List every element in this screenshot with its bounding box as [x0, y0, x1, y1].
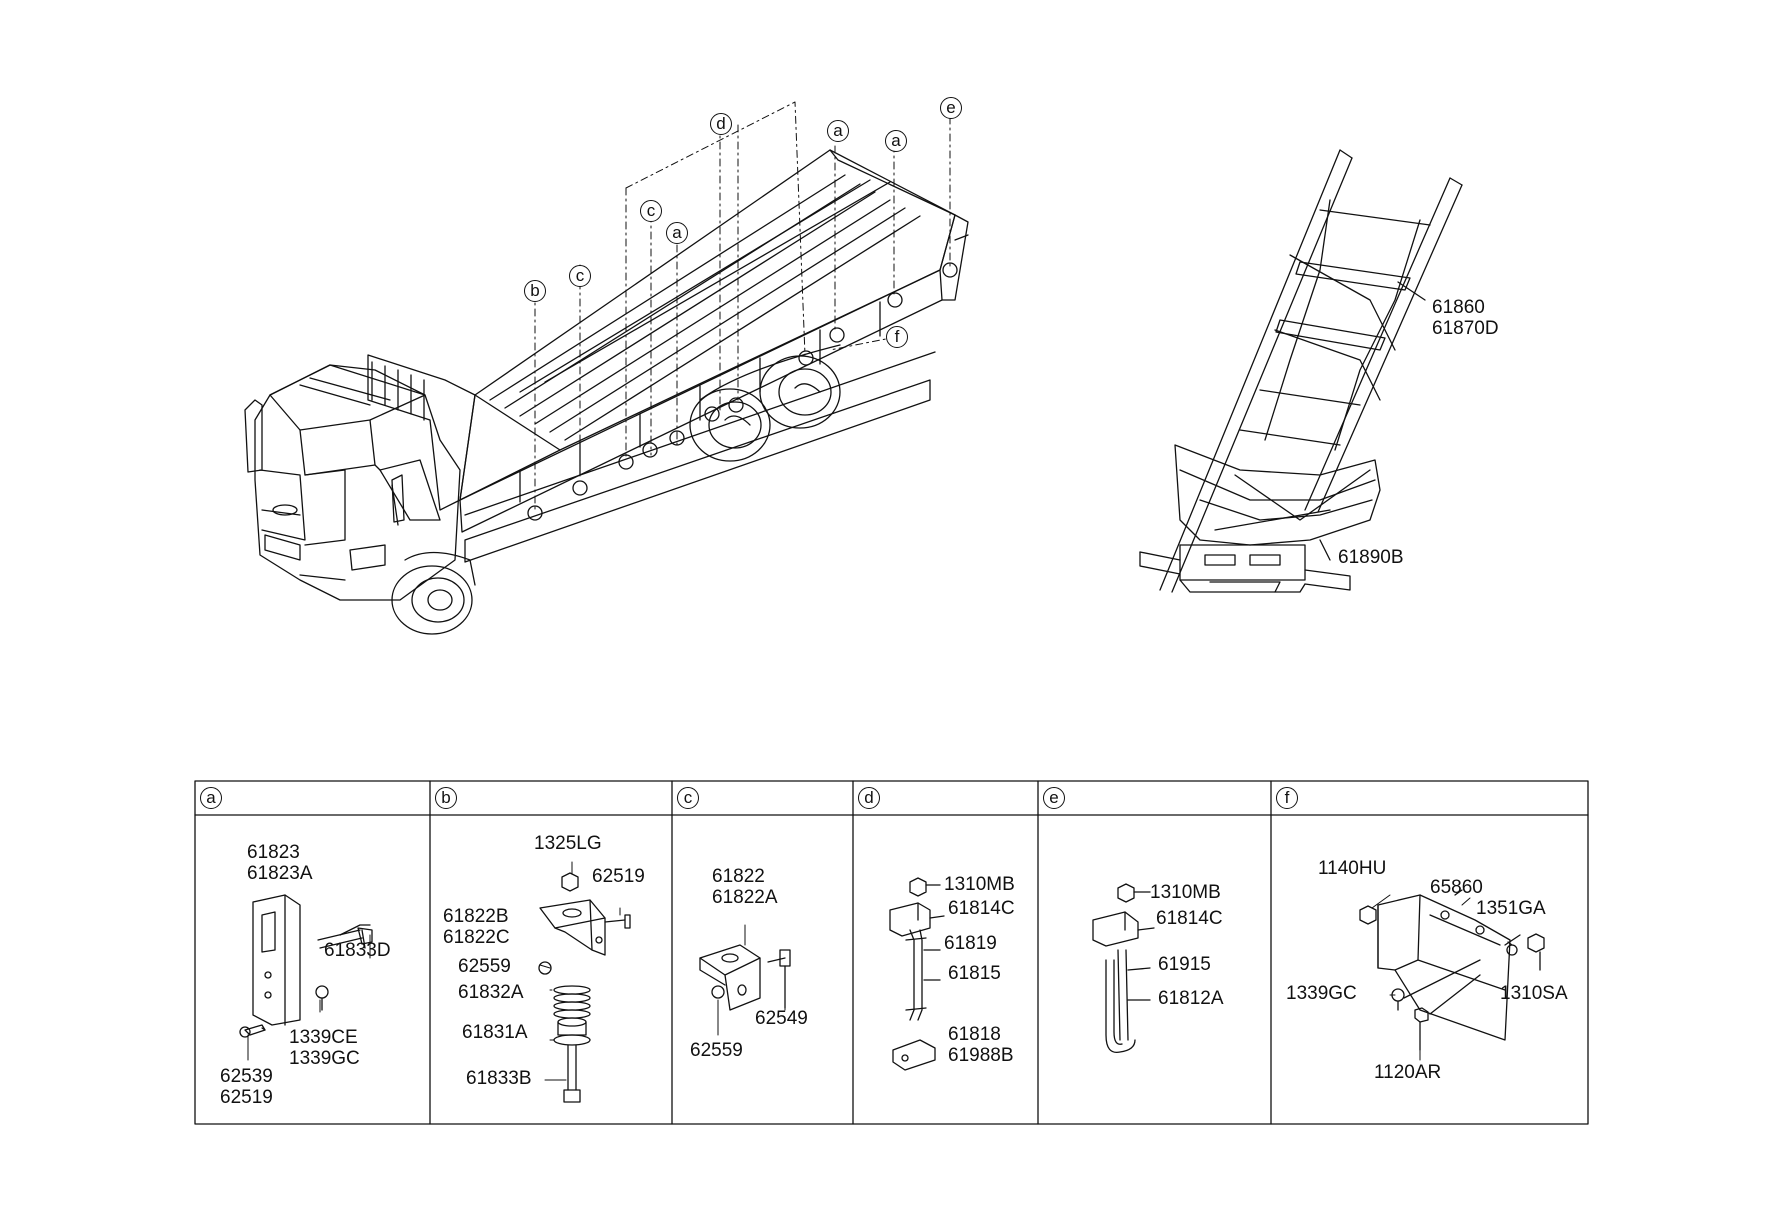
- panel-b-nut-label: 1325LG: [534, 833, 602, 854]
- panel-header-a: a: [200, 787, 222, 809]
- callout-f: f: [886, 326, 908, 348]
- part-number: 62519: [220, 1087, 273, 1108]
- callout-c: c: [640, 200, 662, 222]
- panel-header-d: d: [858, 787, 880, 809]
- callout-b: b: [524, 280, 546, 302]
- part-number: 61822B: [443, 906, 509, 927]
- part-number: 61818: [948, 1024, 1001, 1045]
- panel-f-bolt-tl-label: 1140HU: [1318, 858, 1387, 879]
- panel-e-bracket-label: 61814C: [1156, 908, 1223, 929]
- panel-b-long-bolt-label: 61833B: [466, 1068, 532, 1089]
- panel-a-bolt-label: 61833D: [324, 940, 391, 961]
- panel-d-bracket-label: 61814C: [948, 898, 1015, 919]
- panel-b-parts: [538, 872, 631, 1103]
- panel-b-washer-label: 62559: [458, 956, 511, 977]
- chassis-frame-label: 61860 61870D: [1432, 297, 1499, 339]
- callout-a: a: [827, 120, 849, 142]
- panel-d-nut-label: 1310MB: [944, 874, 1015, 895]
- chassis-illustration: [1139, 149, 1463, 593]
- panel-f-nut-left-label: 1339GC: [1286, 983, 1357, 1004]
- part-number: 61822: [712, 866, 765, 887]
- panel-header-b: b: [435, 787, 457, 809]
- callout-e: e: [940, 97, 962, 119]
- part-number: 61860: [1432, 297, 1485, 318]
- panel-a-parts: [239, 894, 373, 1038]
- part-number: 61823A: [247, 863, 313, 884]
- panel-f-bolt-b-label: 1120AR: [1374, 1062, 1442, 1083]
- parts-table-grid: [194, 780, 1589, 1125]
- panel-d-bar-label: 61815: [948, 963, 1001, 984]
- part-number: 61822C: [443, 927, 510, 948]
- truck-illustration: [244, 101, 969, 635]
- panel-header-e: e: [1043, 787, 1065, 809]
- callout-d: d: [710, 113, 732, 135]
- part-number: 1339GC: [289, 1048, 360, 1069]
- part-number: 1339CE: [289, 1027, 358, 1048]
- panel-a-screw-label: 62539 62519: [220, 1066, 273, 1108]
- panel-b-bushing-label: 61831A: [462, 1022, 528, 1043]
- panel-e-rod-label: 61915: [1158, 954, 1211, 975]
- part-number: 62539: [220, 1066, 273, 1087]
- panel-c-parts: [699, 944, 791, 1011]
- panel-b-bracket-label: 61822B 61822C: [443, 906, 510, 948]
- panel-a-nut-label: 1339CE 1339GC: [289, 1027, 360, 1069]
- panel-d-parts: [889, 877, 945, 1071]
- panel-c-bracket-label: 61822 61822A: [712, 866, 778, 908]
- panel-a-bracket-label: 61823 61823A: [247, 842, 313, 884]
- panel-d-rod-label: 61819: [944, 933, 997, 954]
- callout-a: a: [666, 222, 688, 244]
- panel-header-c: c: [677, 787, 699, 809]
- panel-b-spring-label: 61832A: [458, 982, 524, 1003]
- part-number: 61822A: [712, 887, 778, 908]
- panel-f-parts: [1359, 889, 1545, 1051]
- panel-f-nut-label: 1310SA: [1500, 983, 1568, 1004]
- part-number: 61988B: [948, 1045, 1014, 1066]
- panel-header-f: f: [1276, 787, 1298, 809]
- chassis-guard-label: 61890B: [1338, 547, 1404, 568]
- panel-f-plate-label: 65860: [1430, 877, 1483, 898]
- panel-e-parts: [1092, 883, 1155, 1054]
- callout-a: a: [885, 130, 907, 152]
- panel-c-bolt-label: 62549: [755, 1008, 808, 1029]
- panel-e-hook-label: 61812A: [1158, 988, 1224, 1009]
- part-number: 61823: [247, 842, 300, 863]
- part-number: 61870D: [1432, 318, 1499, 339]
- panel-e-nut-label: 1310MB: [1150, 882, 1221, 903]
- panel-b-bolt-label: 62519: [592, 866, 645, 887]
- panel-f-grommet-label: 1351GA: [1476, 898, 1546, 919]
- callout-c: c: [569, 265, 591, 287]
- panel-d-lower-label: 61818 61988B: [948, 1024, 1014, 1066]
- panel-c-nut-label: 62559: [690, 1040, 743, 1061]
